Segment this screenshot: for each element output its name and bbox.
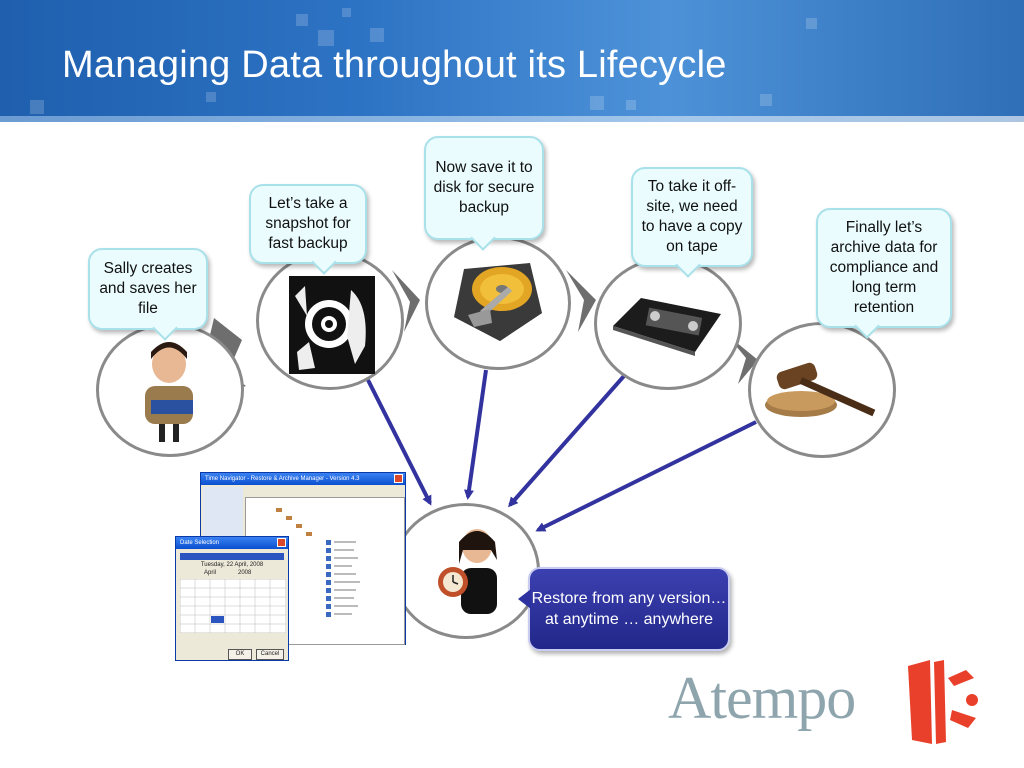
blue-arrow-snapshot [366,379,432,506]
bubble-snapshot-text: Let’s take a snapshot for fast backup [265,195,351,252]
stage-circle-sally [96,323,244,457]
gray-arrow-2 [392,270,420,332]
stage-circle-snapshot [256,251,404,390]
cancel-button[interactable]: Cancel [256,649,284,660]
bubble-tape: To take it off-site, we need to have a c… [631,167,753,278]
calendar-grid[interactable] [180,579,286,633]
bubble-archive-text: Finally let’s archive data for complianc… [829,219,939,316]
stage-circle-disk [425,236,571,370]
bubble-sally-text: Sally creates and saves her file [99,260,197,317]
file-tree [276,508,360,617]
woman-with-clock-icon [438,529,497,614]
page-title: Managing Data throughout its Lifecycle [62,44,727,86]
date-selection-dialog: Date Selection Tuesday, 22 April, 2008 A… [175,536,289,661]
bubble-tape-text: To take it off-site, we need to have a c… [641,178,743,255]
bubble-disk-text: Now save it to disk for secure backup [433,159,535,216]
year-select[interactable]: 2008 [238,570,252,576]
woman-with-laptop-icon [145,342,193,442]
blue-arrow-disk [464,369,488,500]
blue-arrows [366,369,757,532]
close-icon [277,538,286,547]
atempo-logo-icon [908,660,978,744]
stage-circle-archive [748,322,896,458]
gray-arrow-4 [726,334,758,384]
restore-circle [392,503,540,639]
slide-header [0,0,1024,122]
bubble-snapshot: Let’s take a snapshot for fast backup [249,184,367,275]
gavel-icon [765,362,876,417]
restore-manager-titlebar: Time Navigator - Restore & Archive Manag… [201,473,405,485]
camera-photographer-icon [289,276,375,374]
blue-arrow-tape [508,374,626,508]
video-tape-cassette-icon [613,298,721,356]
ok-button[interactable]: OK [228,649,252,660]
date-dropdown[interactable] [180,553,284,560]
restore-callout: Restore from any version… at anytime … a… [518,567,730,651]
bubble-sally: Sally creates and saves her file [88,248,208,341]
restore-callout-text: Restore from any version… at anytime … a… [531,590,727,628]
date-dialog-titlebar: Date Selection [176,537,288,549]
blue-arrow-archive [535,420,757,532]
stage-circle-tape [594,257,742,390]
date-dialog-date: Tuesday, 22 April, 2008 [200,562,264,568]
hard-disk-icon [454,263,542,341]
bubble-disk: Now save it to disk for secure backup [424,136,544,251]
bubble-archive: Finally let’s archive data for complianc… [816,208,952,339]
atempo-logo-text: Atempo [668,665,856,731]
month-select[interactable]: April [204,570,217,576]
close-icon [394,474,403,483]
gray-arrow-3 [566,270,596,332]
